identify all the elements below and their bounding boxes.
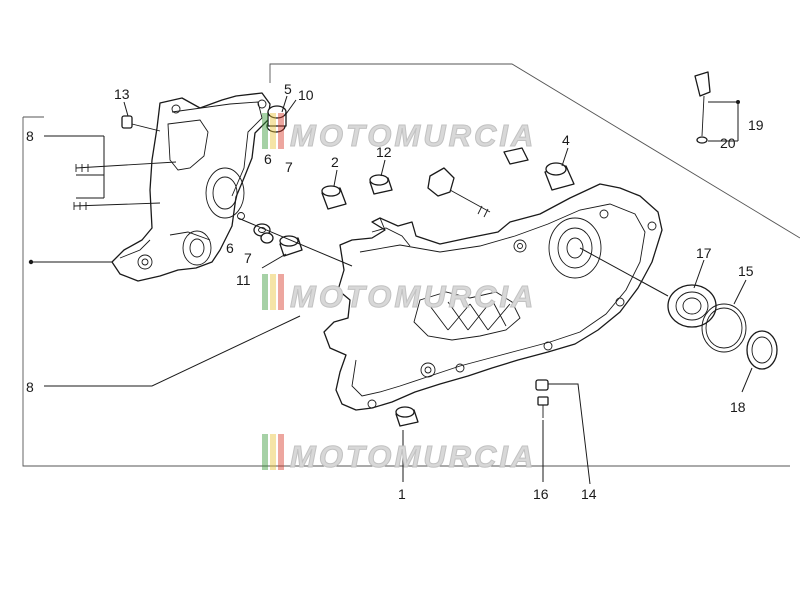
callout-1: 1	[398, 486, 406, 502]
bushing-2	[321, 185, 347, 210]
callout-14: 14	[581, 486, 597, 502]
bearing-17	[667, 284, 717, 328]
watermark-top: MOTOMURCIA	[262, 113, 536, 154]
callout-11: 11	[236, 272, 251, 288]
bolt-13	[121, 115, 161, 132]
bushing-12	[369, 174, 393, 195]
watermark-middle: MOTOMURCIA	[262, 274, 536, 315]
callout-13: 13	[114, 86, 130, 102]
callout-6-top: 6	[264, 151, 272, 167]
circlip-15	[701, 303, 747, 353]
callout-19: 19	[748, 117, 764, 133]
callout-18: 18	[730, 399, 746, 415]
assembly-frame	[22, 63, 800, 467]
callout-7-top: 7	[285, 159, 293, 175]
main-crankcase	[323, 183, 663, 411]
callout-8-bottom: 8	[26, 379, 34, 395]
oil-seal-18	[746, 330, 778, 370]
drain-plug	[535, 379, 549, 418]
small-parts	[73, 71, 778, 427]
callout-15: 15	[738, 263, 754, 279]
watermark-text: MOTOMURCIA	[290, 118, 536, 153]
callout-17: 17	[696, 245, 712, 261]
washer-seal-11	[253, 223, 303, 257]
bushing-4	[503, 147, 575, 191]
bushing-1	[395, 406, 419, 427]
leader-lines	[28, 95, 753, 485]
callout-labels: 8 8 13 5 10 6 7 2 12 4 6 7 11 19 20 17 1…	[26, 81, 764, 502]
dowel-pin-top	[266, 105, 287, 133]
callout-8-top: 8	[26, 128, 34, 144]
callout-6-mid: 6	[226, 240, 234, 256]
dipstick	[694, 71, 711, 144]
callout-16: 16	[533, 486, 549, 502]
callout-4: 4	[562, 132, 570, 148]
callout-2: 2	[331, 154, 339, 170]
left-crankcase-cover	[111, 92, 271, 282]
kick-shaft-gear	[427, 167, 491, 218]
stud-bolts	[73, 161, 177, 210]
watermark-text: MOTOMURCIA	[290, 279, 536, 314]
callout-5: 5	[284, 81, 292, 97]
callout-10: 10	[298, 87, 314, 103]
watermark-group: MOTOMURCIA MOTOMURCIA MOTOMURCIA	[262, 113, 536, 475]
watermark-text: MOTOMURCIA	[290, 439, 536, 474]
callout-20: 20	[720, 135, 736, 151]
watermark-bottom: MOTOMURCIA	[262, 434, 536, 475]
callout-7-mid: 7	[244, 250, 252, 266]
callout-12: 12	[376, 144, 392, 160]
